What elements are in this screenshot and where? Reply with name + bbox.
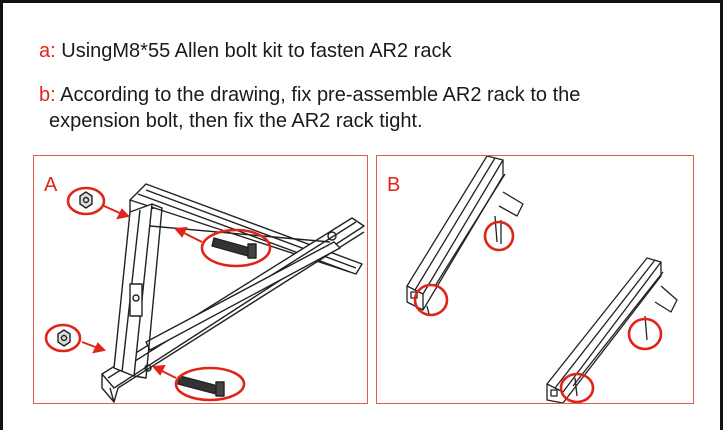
panel-b: B [376, 155, 694, 404]
callout-nut-bottom [44, 323, 82, 353]
instruction-b-text-line2: expension bolt, then fix the AR2 rack ti… [49, 110, 423, 132]
panel-a-drawing [44, 183, 365, 403]
rack-lower [546, 257, 678, 403]
callout-bolt-lower-left [559, 372, 595, 403]
rack-upper [406, 156, 524, 315]
panel-b-label: B [387, 174, 401, 196]
arrow-nut-top [103, 205, 123, 215]
bolt-head-right [327, 231, 337, 241]
bolt-head-bottom [144, 364, 152, 372]
instruction-b: b: According to the drawing, fix pre-ass… [39, 83, 580, 107]
callout-bolt-top [200, 228, 272, 268]
panel-a-label: A [44, 174, 58, 196]
vertical-leg [113, 203, 163, 379]
allen-bolt-top [211, 237, 257, 259]
instruction-a: a: UsingM8*55 Allen bolt kit to fasten A… [39, 39, 451, 63]
arrow-bolt-bottom [159, 369, 177, 379]
instruction-b-label: b: [39, 84, 56, 106]
top-rail [129, 183, 363, 275]
instruction-a-text: UsingM8*55 Allen bolt kit to fasten AR2 … [55, 40, 452, 62]
nut-bottom [57, 329, 71, 347]
nut-top [79, 191, 93, 209]
callout-bolt-upper-right [483, 220, 515, 252]
instruction-b-text-line1: According to the drawing, fix pre-assemb… [55, 84, 581, 106]
allen-bolt-bottom [177, 375, 225, 397]
callout-nut-top [66, 186, 106, 216]
arrow-bolt-top [181, 231, 203, 243]
panel-a: A [33, 155, 368, 404]
arrow-nut-bottom [81, 341, 99, 349]
panel-b-drawing [406, 156, 678, 403]
callout-bolt-bottom [174, 366, 246, 402]
callout-bolt-lower-right [627, 317, 663, 351]
instruction-a-label: a: [39, 40, 56, 62]
callout-bolt-upper-left [413, 283, 449, 317]
